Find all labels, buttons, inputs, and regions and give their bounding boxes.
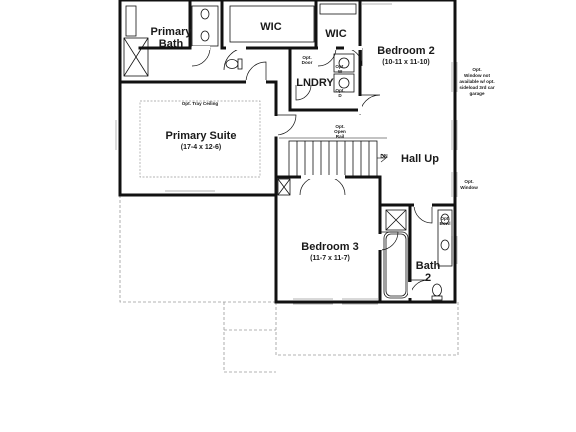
hall-label: Hall Up — [401, 153, 439, 165]
opt-window-bed2-note-5: garage — [469, 91, 485, 96]
toilet-bath2 — [432, 283, 442, 297]
opt-bowl-note-1: Opt. — [440, 216, 449, 221]
opt-window-hall-note-2: Window — [460, 185, 478, 190]
opt-d-note-2: D — [338, 93, 342, 98]
wic-large-label: WIC — [260, 21, 281, 33]
sink-primary-1 — [200, 8, 210, 20]
opt-window-bed2-note-1: Opt. — [472, 67, 481, 72]
opt-window-bed2-note-4: sideload 3rd car — [459, 85, 494, 90]
bedroom3-label: Bedroom 3 — [301, 241, 358, 253]
dn-note: DN — [380, 154, 388, 160]
room-labels: Primary Bath WIC WIC Bedroom 2 (10-11 x … — [151, 21, 441, 284]
bath2-label-line2: 2 — [425, 272, 431, 284]
stairs — [279, 137, 387, 177]
primary-suite-dims: (17-4 x 12-6) — [181, 144, 221, 151]
door-swings — [191, 47, 433, 299]
opt-open-rail-note-2: Open — [334, 129, 346, 134]
door-openings — [192, 46, 432, 298]
opt-window-bed2-note-2: Window not — [464, 73, 490, 78]
opt-door-note-1: Opt. — [302, 55, 311, 60]
opt-open-rail-note-1: Opt. — [335, 124, 344, 129]
dashed-outlines — [119, 195, 459, 373]
sink-bath2-2 — [440, 239, 450, 251]
opt-open-rail-note-3: Rail — [336, 134, 344, 139]
fixtures — [200, 8, 450, 301]
opt-window-bed2-note-3: available w/ opt. — [459, 79, 494, 84]
bedroom3-dims: (11-7 x 11-7) — [310, 255, 350, 262]
opt-d-note-1: Opt. — [335, 88, 344, 93]
toilet-primary-bath — [225, 59, 239, 69]
bedroom2-dims: (10-11 x 11-10) — [382, 59, 429, 66]
opt-window-hall-note-1: Opt. — [464, 179, 473, 184]
primary-bath-label-line1: Primary — [151, 26, 193, 38]
opt-bowl-note-2: Bowl — [440, 221, 451, 226]
sink-bath2-1 — [440, 213, 450, 225]
primary-bath-label-line2: Bath — [159, 38, 184, 50]
bedroom2-label: Bedroom 2 — [377, 45, 434, 57]
bath2-label-line1: Bath — [416, 260, 441, 272]
tray-ceiling-outline — [139, 100, 261, 178]
opt-w-note-1: Opt. — [335, 64, 344, 69]
opt-door-note-2: Door — [302, 60, 313, 65]
laundry-label: LNDRY — [296, 77, 334, 89]
notes: Opt. Window not available w/ opt. sidelo… — [182, 55, 495, 226]
sink-primary-2 — [200, 30, 210, 42]
wic-small-label: WIC — [325, 28, 346, 40]
opt-tray-ceiling-note: Opt. Tray Ceiling — [182, 101, 219, 106]
opt-w-note-2: W — [338, 69, 343, 74]
primary-suite-label: Primary Suite — [166, 130, 237, 142]
